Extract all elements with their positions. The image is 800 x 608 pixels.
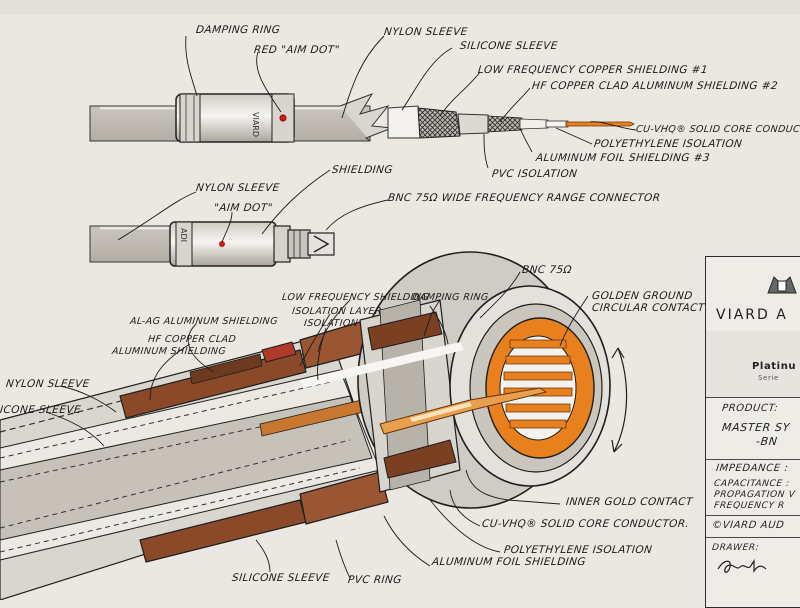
spec-impedance: IMPEDANCE :: [715, 463, 789, 474]
label-golden-ground: GOLDEN GROUND: [591, 290, 694, 302]
label-hf-copper-clad-low: HF COPPER CLAD: [147, 334, 237, 345]
title-block-brand-cell: VIARD A: [706, 257, 800, 332]
label-al-ag-shielding: AL-AG ALUMINUM SHIELDING: [129, 316, 279, 327]
leader-lines-lower: [45, 271, 589, 579]
viard-crest-logo: [767, 276, 797, 294]
label-cu-vhq-low: CU-VHQ® SOLID CORE CONDUCTOR.: [481, 518, 690, 530]
title-block-specs-cell: IMPEDANCE : CAPACITANCE : PROPAGATION V …: [706, 459, 800, 516]
series-name: Platinu: [752, 361, 797, 372]
svg-text:VIARD: VIARD: [251, 112, 260, 137]
copyright-text: ©VIARD AUD: [711, 520, 785, 531]
label-nylon-sleeve-top: NYLON SLEEVE: [383, 26, 469, 38]
label-hf-copper-clad-2: HF COPPER CLAD ALUMINUM SHIELDING #2: [531, 80, 779, 92]
label-isolation-layer: ISOLATION LAYER: [291, 306, 383, 317]
label-isolation: ISOLATION: [303, 318, 359, 329]
label-pvc-isolation: PVC ISOLATION: [491, 168, 578, 180]
title-block-series-cell: Platinu Serie: [706, 331, 800, 398]
label-aluminum-shielding: ALUMINUM SHIELDING: [111, 346, 227, 357]
title-block-product-cell: PRODUCT: MASTER SY -BN: [706, 397, 800, 460]
label-bnc-75: BNC 75Ω: [521, 264, 573, 276]
top-cable-cutaway: VIARD: [89, 93, 635, 143]
label-damping-ring-low: DAMPING RING: [411, 292, 490, 303]
label-silicone-sleeve-left: ICONE SLEEVE: [0, 404, 82, 416]
label-polyethylene-low: POLYETHYLENE ISOLATION: [503, 544, 653, 556]
red-aim-dot-top: [279, 114, 287, 122]
leader-lines-middle: [117, 169, 389, 243]
label-polyethylene-top: POLYETHYLENE ISOLATION: [593, 138, 743, 150]
title-block-drawer-cell: DRAWER:: [706, 537, 800, 607]
label-cu-vhq-top: CU-VHQ® SOLID CORE CONDUCTOR: [635, 124, 800, 135]
spec-frequency: FREQUENCY R: [713, 501, 786, 511]
bnc-cutaway-detail: [0, 251, 628, 600]
label-silicone-sleeve-top: SILICONE SLEEVE: [459, 40, 559, 52]
series-sub: Serie: [758, 374, 779, 382]
label-silicone-sleeve-bottom: SILICONE SLEEVE: [231, 572, 331, 584]
drawer-label: DRAWER:: [711, 543, 760, 553]
drawer-signature: [717, 559, 767, 573]
red-aim-dot-mid: [219, 241, 225, 247]
label-shielding-mid: SHIELDING: [331, 164, 394, 176]
label-nylon-sleeve-low: NYLON SLEEVE: [5, 378, 91, 390]
product-line1: MASTER SY: [721, 421, 791, 434]
label-red-aim-dot: RED "AIM DOT": [253, 44, 341, 56]
label-bnc-wide: BNC 75Ω WIDE FREQUENCY RANGE CONNECTOR: [387, 192, 662, 204]
leader-lines-top: [185, 35, 637, 169]
spec-propagation: PROPAGATION V: [713, 490, 796, 500]
svg-text:ADI: ADI: [179, 228, 188, 242]
label-aluminum-foil-3: ALUMINUM FOIL SHIELDING #3: [535, 152, 711, 164]
product-line2: -BN: [755, 435, 779, 448]
label-inner-gold-contact: INNER GOLD CONTACT: [565, 496, 694, 508]
label-aluminum-foil-low: ALUMINUM FOIL SHIELDING: [431, 556, 587, 568]
title-block: VIARD A Platinu Serie PRODUCT: MASTER SY…: [705, 256, 800, 608]
middle-cable-connector: ADI: [89, 221, 335, 267]
brand-name: VIARD A: [716, 307, 788, 323]
label-lf-copper-shielding-1: LOW FREQUENCY COPPER SHIELDING #1: [477, 64, 709, 76]
spec-capacitance: CAPACITANCE :: [713, 479, 791, 489]
label-pvc-ring: PVC RING: [347, 574, 403, 586]
label-nylon-sleeve-mid: NYLON SLEEVE: [195, 182, 281, 194]
product-label: PRODUCT:: [721, 403, 779, 414]
title-block-copyright-cell: ©VIARD AUD: [706, 515, 800, 538]
label-aim-dot-mid: "AIM DOT": [213, 202, 274, 214]
label-circular-contact: CIRCULAR CONTACT: [591, 302, 706, 314]
label-lf-shielding: LOW FREQUENCY SHIELDING: [281, 292, 430, 303]
label-damping-ring-top: DAMPING RING: [195, 24, 281, 36]
